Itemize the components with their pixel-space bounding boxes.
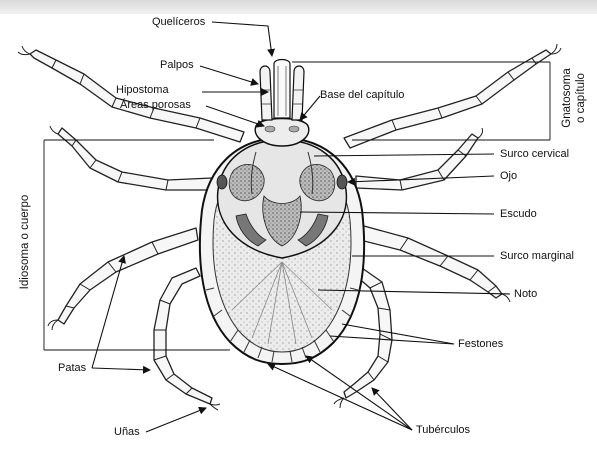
label-idiosoma: Idiosoma o cuerpo	[19, 192, 31, 292]
label-surco-cervical: Surco cervical	[500, 148, 569, 161]
palp-right	[292, 66, 304, 120]
label-palpos: Palpos	[160, 59, 194, 72]
porous-area-left	[265, 126, 275, 132]
label-areas-porosas: Áreas porosas	[120, 99, 191, 112]
label-festones: Festones	[458, 338, 503, 351]
eye-right	[337, 175, 347, 189]
porous-area-right	[289, 126, 299, 132]
label-o-capitulo: o capítulo	[575, 63, 587, 133]
hypostome	[274, 60, 290, 119]
label-tuberculos: Tubérculos	[416, 424, 470, 437]
palp-left	[260, 66, 272, 120]
leg-right-2	[356, 134, 478, 190]
capitulum-base	[255, 119, 309, 147]
leg-left-2	[58, 128, 214, 190]
label-escudo: Escudo	[500, 208, 537, 221]
label-gnatosoma: Gnatosoma	[561, 63, 573, 133]
label-unas: Uñas	[114, 426, 140, 439]
label-noto: Noto	[514, 288, 537, 301]
label-surco-marginal: Surco marginal	[500, 250, 574, 263]
label-queliceros: Quelíceros	[152, 16, 205, 29]
label-base-capitulo: Base del capítulo	[320, 89, 404, 102]
label-hipostoma: Hipostoma	[116, 84, 169, 97]
label-patas: Patas	[58, 362, 86, 375]
eye-left	[217, 175, 227, 189]
label-ojo: Ojo	[500, 170, 517, 183]
